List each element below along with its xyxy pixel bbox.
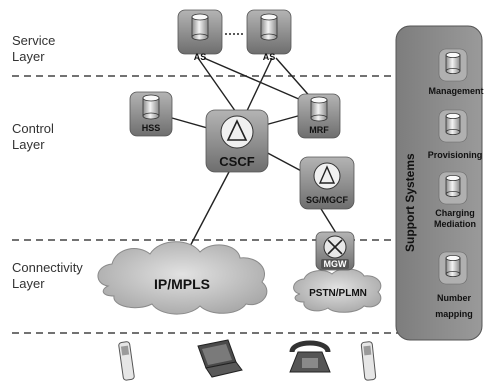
mobile-phone-icon (118, 341, 135, 381)
control-layer-label-line2: Layer (12, 137, 45, 152)
support-item-provisioning: Provisioning (428, 109, 483, 160)
mobile-phone-icon (360, 341, 377, 381)
link-as2-mrf (275, 57, 314, 101)
router-icon (313, 162, 341, 190)
service-layer-label-line2: Layer (12, 49, 45, 64)
pstn-plmn-label: PSTN/PLMN (309, 288, 367, 299)
connectivity-layer-label-line1: Connectivity (12, 260, 83, 275)
support-systems-panel: Support Systems Management Provisioning (395, 25, 484, 341)
as-node-1: AS (177, 9, 223, 62)
database-icon (142, 94, 160, 120)
link-as1-cscf (197, 57, 239, 116)
cscf-node: CSCF (205, 109, 269, 173)
charging-label: Charging (435, 208, 475, 218)
as-node-2-label: AS (263, 52, 276, 62)
media-gateway-icon (323, 235, 347, 259)
database-icon (445, 113, 461, 135)
database-icon (260, 13, 278, 41)
database-icon (191, 13, 209, 41)
provisioning-label: Provisioning (428, 150, 483, 160)
database-icon (445, 174, 461, 197)
ip-mpls-cloud: IP/MPLS (97, 241, 268, 315)
hss-label: HSS (142, 123, 161, 133)
service-layer-label-line1: Service (12, 33, 55, 48)
control-layer-label-line1: Control (12, 121, 54, 136)
mapping-label: mapping (435, 309, 473, 319)
support-systems-title: Support Systems (403, 153, 417, 252)
database-icon (310, 96, 328, 122)
number-label: Number (437, 293, 472, 303)
mgw-label: MGW (324, 259, 347, 269)
link-as1-mrf (203, 57, 309, 104)
sgmgcf-node: SG/MGCF (299, 156, 355, 210)
laptop-icon (197, 339, 243, 378)
router-icon (220, 115, 254, 149)
link-as2-cscf (244, 57, 273, 116)
connectivity-layer-label-line2: Layer (12, 276, 45, 291)
database-icon (445, 52, 461, 75)
link-cscf-ipmpls (186, 169, 231, 253)
database-icon (445, 254, 461, 277)
support-item-number-mapping: Number mapping (435, 251, 473, 319)
management-label: Management (428, 86, 483, 96)
mediation-label: Mediation (434, 219, 476, 229)
mrf-label: MRF (309, 125, 329, 135)
cscf-label: CSCF (219, 154, 254, 169)
desk-phone-icon (289, 340, 331, 373)
link-cscf-sgmgcf (261, 149, 308, 175)
mrf-node: MRF (297, 93, 341, 139)
hss-node: HSS (129, 91, 173, 137)
sgmgcf-label: SG/MGCF (306, 195, 349, 205)
support-item-management: Management (428, 48, 484, 96)
support-item-charging-mediation: Charging Mediation (434, 171, 476, 229)
pstn-plmn-cloud: PSTN/PLMN (293, 268, 382, 313)
connection-lines (171, 57, 337, 253)
as-node-1-label: AS (194, 52, 207, 62)
as-node-2: AS (246, 9, 292, 62)
ip-mpls-label: IP/MPLS (154, 276, 210, 292)
mgw-node: MGW (315, 231, 355, 271)
